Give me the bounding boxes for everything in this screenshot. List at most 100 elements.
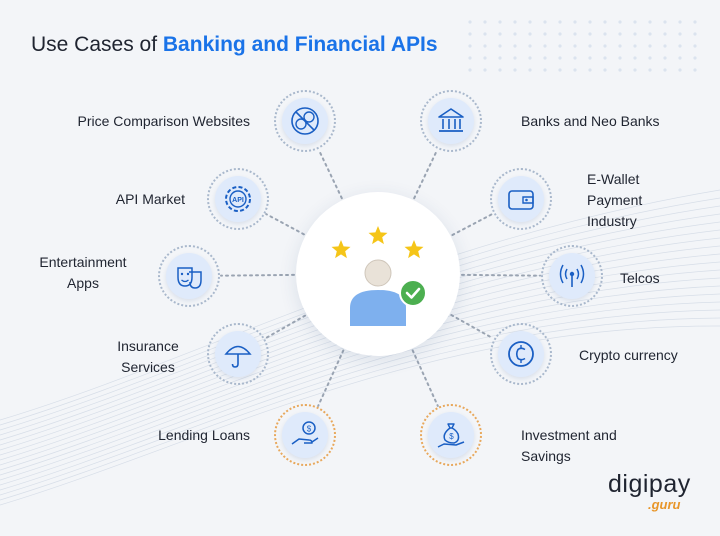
bg-wave-line: [0, 285, 720, 481]
price-compare-icon: [291, 107, 319, 135]
user-head: [364, 259, 392, 287]
bg-dot: [558, 68, 562, 72]
connector-line: [411, 349, 439, 407]
bg-dot: [498, 56, 502, 60]
user-body: [350, 290, 406, 326]
bg-dot: [543, 44, 547, 48]
bg-dot: [633, 20, 637, 24]
bg-dot: [603, 56, 607, 60]
bg-dot: [618, 32, 622, 36]
bg-wave-line: [0, 325, 720, 506]
bg-dot: [678, 56, 682, 60]
brand-word: digipay: [608, 470, 691, 498]
node-price-comparison: [274, 90, 336, 152]
check-badge: [399, 279, 427, 307]
bg-dot: [663, 32, 667, 36]
bg-dot: [648, 32, 652, 36]
label-investment: Investment and Savings: [521, 427, 617, 464]
bg-dot: [543, 20, 547, 24]
bg-dot: [558, 44, 562, 48]
label-api-market: API Market: [115, 191, 185, 207]
label-insurance: Insurance Services: [117, 338, 179, 375]
bg-dot: [498, 20, 502, 24]
bg-dot: [498, 44, 502, 48]
bg-dot: [513, 44, 517, 48]
bg-dot: [588, 56, 592, 60]
bg-dot: [558, 32, 562, 36]
node-ewallet: [490, 168, 552, 230]
node-banks: [420, 90, 482, 152]
bg-dot: [633, 32, 637, 36]
bg-dot: [633, 56, 637, 60]
bg-dot: [588, 32, 592, 36]
label-crypto: Crypto currency: [579, 347, 678, 363]
bg-dot: [543, 68, 547, 72]
node-entertainment: [158, 245, 220, 307]
star-icon: [331, 240, 351, 259]
connector-line: [413, 148, 439, 200]
bg-dot: [573, 56, 577, 60]
signal-tower-icon: [559, 264, 585, 287]
bg-dot: [573, 32, 577, 36]
bg-dot: [468, 32, 472, 36]
center-hub: [296, 192, 460, 356]
connector-line: [460, 273, 542, 277]
page-title: Use Cases of Banking and Financial APIs: [31, 33, 438, 57]
bg-dot: [618, 44, 622, 48]
connector-line: [264, 314, 307, 340]
bg-dot: [663, 44, 667, 48]
bg-dot: [483, 20, 487, 24]
api-gear-icon: API: [225, 186, 251, 212]
bg-dot: [528, 68, 532, 72]
money-bag-hand-icon: $: [437, 423, 465, 448]
bg-dot: [513, 32, 517, 36]
node-telcos: [541, 245, 603, 307]
bg-dot: [498, 32, 502, 36]
bg-dot: [633, 68, 637, 72]
bg-dot: [693, 44, 697, 48]
node-insurance: [207, 323, 269, 385]
bg-dot: [573, 44, 577, 48]
hand-coin-icon: $: [291, 421, 319, 445]
bg-wave-line: [0, 301, 720, 491]
bg-dot: [648, 20, 652, 24]
label-entertainment: Entertainment Apps: [39, 254, 127, 291]
bg-dot: [648, 68, 652, 72]
svg-text:API: API: [232, 197, 244, 204]
connector-line: [317, 148, 343, 200]
connector-line: [219, 273, 296, 277]
bg-dot: [693, 32, 697, 36]
umbrella-icon: [224, 345, 252, 368]
bg-dot: [468, 68, 472, 72]
node-lending: $: [274, 404, 336, 466]
bg-wave-line: [0, 309, 720, 496]
bg-dot: [618, 20, 622, 24]
bg-dot: [603, 20, 607, 24]
bg-dot: [663, 56, 667, 60]
bg-dot: [678, 44, 682, 48]
bg-dot: [573, 20, 577, 24]
label-price-comparison: Price Comparison Websites: [77, 113, 250, 129]
bg-wave-line: [0, 317, 720, 501]
label-ewallet: E-Wallet Payment Industry: [587, 171, 643, 229]
connector-line: [317, 349, 345, 407]
bg-dot: [483, 68, 487, 72]
bg-dot: [603, 32, 607, 36]
bg-dot: [513, 56, 517, 60]
bg-dot: [588, 68, 592, 72]
bg-dot: [558, 56, 562, 60]
brand-sub: .guru: [648, 497, 681, 512]
bg-dot: [573, 68, 577, 72]
bg-dot: [663, 68, 667, 72]
connector-line: [265, 213, 305, 236]
title-highlight: Banking and Financial APIs: [162, 33, 438, 56]
bg-dot: [528, 44, 532, 48]
bg-dot: [528, 20, 532, 24]
star-icon: [368, 226, 388, 245]
bg-dot: [468, 44, 472, 48]
svg-text:$: $: [449, 432, 454, 441]
bg-dot: [468, 56, 472, 60]
bg-dot: [513, 68, 517, 72]
crypto-coin-icon: [508, 341, 534, 367]
